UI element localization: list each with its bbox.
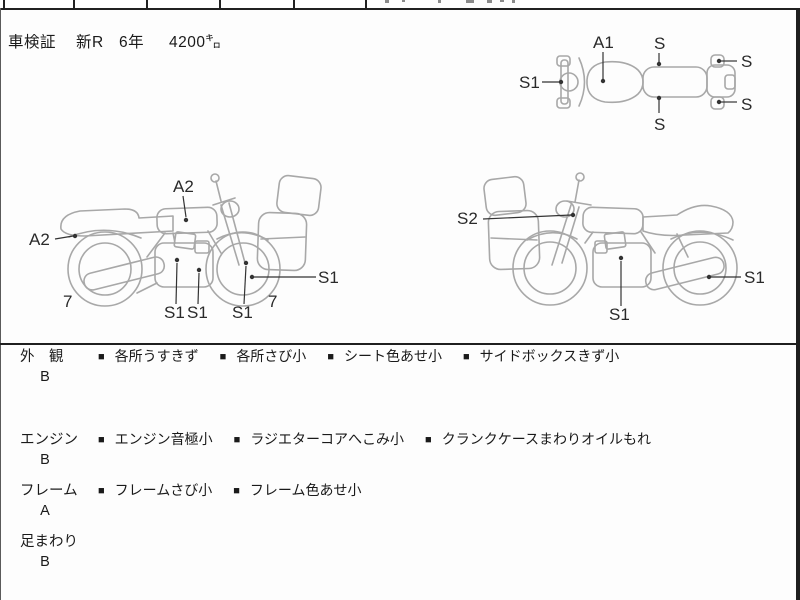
condition-item-text: クランクケースまわりオイルもれ: [441, 431, 652, 447]
condition-item: ■ クランクケースまわりオイルもれ: [425, 429, 651, 449]
left-view-annotations: A2 A2 7 S1 S1 S1 7 S1: [29, 177, 339, 322]
label-s2-front: S2: [457, 209, 478, 228]
era-value: 新R: [76, 34, 104, 51]
cutoff-text-remnant: [402, 0, 405, 2]
doc-label: 車検証: [8, 34, 57, 51]
cutoff-text-remnant: [438, 0, 441, 3]
bullet-icon: ■: [233, 433, 241, 446]
bullet-icon: ■: [233, 484, 240, 497]
label-grade7-rear: 7: [63, 292, 72, 311]
bullet-icon: ■: [98, 433, 105, 446]
label-s1-fork: S1: [232, 303, 253, 322]
table-divider: [3, 0, 5, 8]
motorcycle-left-side-diagram: A2 A2 7 S1 S1 S1 7 S1: [29, 173, 339, 322]
label-s1-front: S1: [519, 73, 540, 92]
condition-item-text: 各所うすきず: [114, 348, 199, 364]
table-divider: [219, 0, 221, 8]
condition-item: ■ 各所さび小: [220, 346, 307, 366]
bullet-icon: ■: [98, 350, 105, 363]
top-view-annotations: S1 A1 S S S S: [519, 33, 752, 134]
condition-item-text: フレーム色あせ小: [249, 482, 362, 498]
label-s-top: S: [654, 34, 665, 53]
mileage-value: 4200㌔: [169, 34, 222, 51]
top-view-sketch: [556, 54, 736, 110]
table-divider: [293, 0, 295, 8]
bullet-icon: ■: [462, 350, 470, 363]
right-view-annotations: S2 S1 S1: [457, 209, 765, 324]
motorcycle-right-side-diagram: S2 S1 S1: [457, 172, 765, 324]
condition-item: ■ エンジン音極小: [98, 429, 213, 449]
table-bottom-line: [0, 8, 800, 10]
grade-value: B: [40, 369, 50, 385]
condition-item: ■ フレームさび小: [98, 480, 212, 500]
label-a2-rear: A2: [29, 230, 50, 249]
grade-value: A: [40, 503, 50, 519]
condition-item: ■ ラジエターコアへこみ小: [234, 429, 404, 449]
condition-items: ■ フレームさび小 ■ フレーム色あせ小: [98, 480, 362, 500]
label-grade7-front: 7: [268, 292, 277, 311]
condition-item: ■ 各所うすきず: [98, 346, 199, 366]
condition-item-text: シート色あせ小: [343, 348, 442, 364]
condition-item-text: エンジン音極小: [114, 431, 213, 447]
condition-item: ■ サイドボックスきず小: [463, 346, 619, 366]
label-s-bottom: S: [654, 115, 665, 134]
label-a1-tank: A1: [593, 33, 614, 52]
year-value: 6年: [119, 34, 145, 51]
label-s1-engine: S1: [609, 305, 630, 324]
condition-item-text: ラジエターコアへこみ小: [250, 431, 405, 447]
condition-item-text: フレームさび小: [114, 482, 213, 498]
condition-item-text: サイドボックスきず小: [479, 348, 620, 364]
label-s1-rear-wheel: S1: [744, 268, 765, 287]
condition-item: ■ シート色あせ小: [327, 346, 442, 366]
bullet-icon: ■: [98, 484, 105, 497]
label-s-rear-bottom: S: [741, 95, 752, 114]
part-label: 外 観: [20, 349, 64, 365]
cutoff-text-remnant: [466, 0, 474, 3]
table-divider: [73, 0, 75, 8]
label-s-rear-top: S: [741, 52, 752, 71]
cutoff-text-remnant: [385, 0, 389, 3]
condition-items: ■ エンジン音極小 ■ ラジエターコアへこみ小 ■ クランクケースまわりオイルもれ: [98, 429, 651, 449]
section-separator-line: [0, 343, 800, 345]
left-view-sketch: [60, 173, 322, 307]
bullet-icon: ■: [219, 350, 227, 363]
label-a2-tank: A2: [173, 177, 194, 196]
label-s1-lower: S1: [187, 303, 208, 322]
cutoff-text-remnant: [512, 0, 515, 3]
cutoff-text-remnant: [500, 0, 504, 2]
label-s1-front-wheel: S1: [318, 268, 339, 287]
grade-value: B: [40, 554, 50, 570]
table-divider: [146, 0, 148, 8]
part-label: 足まわり: [20, 534, 78, 550]
bullet-icon: ■: [425, 433, 432, 446]
table-divider: [365, 0, 367, 8]
motorcycle-top-view-diagram: S1 A1 S S S S: [519, 33, 752, 134]
sheet-right-border: [796, 8, 800, 600]
label-s1-engine: S1: [164, 303, 185, 322]
condition-items: ■ 各所うすきず ■ 各所さび小 ■ シート色あせ小 ■ サイドボックスきず小: [98, 346, 619, 366]
grade-value: B: [40, 452, 50, 468]
right-view-sketch: [483, 172, 738, 306]
sheet-left-border: [0, 8, 1, 600]
condition-item-text: 各所さび小: [236, 348, 307, 364]
condition-item: ■ フレーム色あせ小: [233, 480, 361, 500]
cutoff-text-remnant: [487, 0, 492, 3]
bullet-icon: ■: [327, 350, 334, 363]
part-label: フレーム: [20, 483, 78, 499]
part-label: エンジン: [20, 432, 78, 448]
